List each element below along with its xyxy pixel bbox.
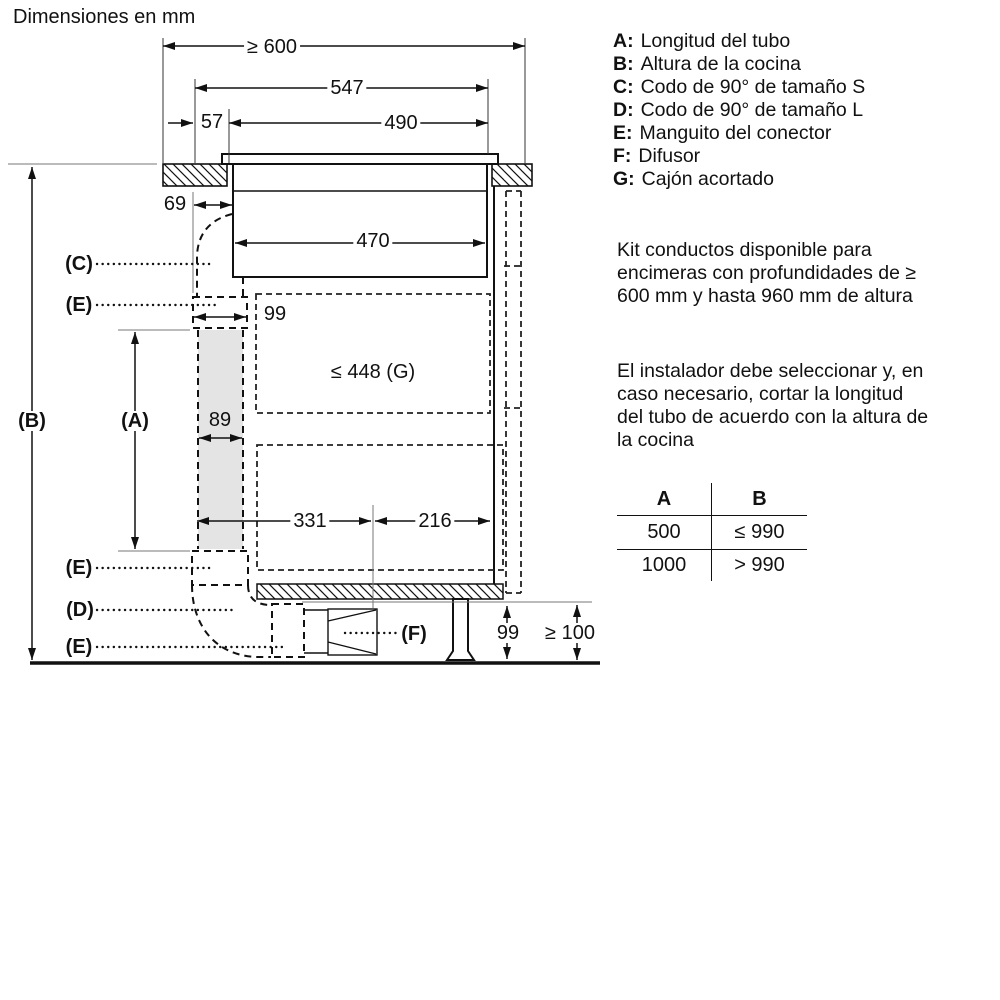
note-installer: El instalador debe seleccionar y, en cas…	[617, 360, 928, 452]
dim-front-offset-label: 57	[200, 111, 224, 133]
legend-key: C:	[613, 76, 634, 98]
table-cell: > 990	[734, 554, 785, 576]
dim-outlet-height-label: 99	[493, 623, 523, 643]
legend-key: B:	[613, 53, 634, 75]
cabinet-dashed-zones	[255, 190, 523, 594]
note-line: la cocina	[617, 429, 694, 451]
note-duct-kit: Kit conductos disponible para encimeras …	[617, 239, 916, 308]
table-row: 1000 > 990	[617, 550, 807, 581]
hob-body	[221, 153, 499, 278]
dim-duct-offset-label: 69	[163, 193, 187, 215]
legend-key: A:	[613, 30, 634, 52]
table-row: 500 ≤ 990	[617, 516, 807, 550]
legend: A: Longitud del tubo B: Altura de la cocin…	[613, 30, 865, 191]
legend-item: A: Longitud del tubo	[613, 30, 865, 53]
table-header-b: B	[752, 488, 767, 510]
legend-item: B: Altura de la cocina	[613, 53, 865, 76]
legend-label: Codo de 90° de tamaño L	[640, 99, 864, 121]
legend-label: Manguito del conector	[639, 122, 832, 144]
table-cell: ≤ 990	[734, 521, 785, 543]
table-cell: 500	[617, 516, 712, 549]
legend-key: D:	[613, 99, 634, 121]
part-label-e1: (E)	[65, 294, 93, 316]
note-line: 600 mm y hasta 960 mm de altura	[617, 285, 913, 307]
legend-key: F:	[613, 145, 632, 167]
legend-key: E:	[613, 122, 633, 144]
dim-hob-width-label: 547	[327, 78, 367, 98]
reference-lines	[8, 163, 592, 608]
table-header-a: A	[617, 483, 712, 515]
dim-niche-width-label: ≥ 600	[244, 37, 300, 57]
extension-lines	[162, 38, 526, 163]
part-label-d: (D)	[66, 599, 94, 621]
legend-label: Altura de la cocina	[640, 53, 802, 75]
countertop-hatch	[162, 163, 533, 187]
part-label-c: (C)	[65, 253, 93, 275]
legend-label: Difusor	[638, 145, 701, 167]
dim-duct-depth-label: 89	[208, 409, 232, 431]
leader-lines	[95, 262, 399, 649]
hob-support-foot	[445, 598, 476, 661]
legend-label: Cajón acortado	[641, 168, 774, 190]
dim-connector-width-label: 99	[263, 303, 287, 325]
legend-label: Longitud del tubo	[640, 30, 791, 52]
page-title: Dimensiones en mm	[13, 6, 196, 28]
note-line: del tubo de acuerdo con la altura de	[617, 406, 929, 428]
part-label-a: (A)	[118, 411, 152, 431]
dim-drawer-depth-label: ≤ 448 (G)	[327, 362, 419, 382]
legend-item: G: Cajón acortado	[613, 168, 865, 191]
duct-dashed-parts	[191, 213, 305, 658]
dim-center-to-wall-label: 216	[415, 511, 455, 531]
dim-body-width-label: 470	[353, 231, 393, 251]
legend-item: D: Codo de 90° de tamaño L	[613, 99, 865, 122]
dim-plinth-height-label: ≥ 100	[542, 623, 598, 643]
part-label-e2: (E)	[65, 557, 93, 579]
cabinet-bottom-panel-hatch	[256, 583, 504, 600]
legend-label: Codo de 90° de tamaño S	[640, 76, 866, 98]
note-line: El instalador debe seleccionar y, en	[617, 360, 924, 382]
part-label-f: (F)	[401, 623, 427, 645]
note-line: encimeras con profundidades de ≥	[617, 262, 917, 284]
tube-length-table: A B 500 ≤ 990 1000 > 990	[617, 483, 807, 581]
table-cell: 1000	[617, 550, 712, 581]
part-label-e3: (E)	[65, 636, 93, 658]
note-line: Kit conductos disponible para	[617, 239, 872, 261]
table-header-row: A B	[617, 483, 807, 516]
dim-cutout-width-label: 490	[381, 113, 421, 133]
duct-tube-fill	[198, 330, 243, 549]
dim-duct-to-center-label: 331	[290, 511, 330, 531]
part-label-b: (B)	[15, 411, 49, 431]
legend-key: G:	[613, 168, 635, 190]
legend-item: F: Difusor	[613, 145, 865, 168]
legend-item: C: Codo de 90° de tamaño S	[613, 76, 865, 99]
diffuser-shape	[304, 608, 378, 656]
note-line: caso necesario, cortar la longitud	[617, 383, 904, 405]
legend-item: E: Manguito del conector	[613, 122, 865, 145]
